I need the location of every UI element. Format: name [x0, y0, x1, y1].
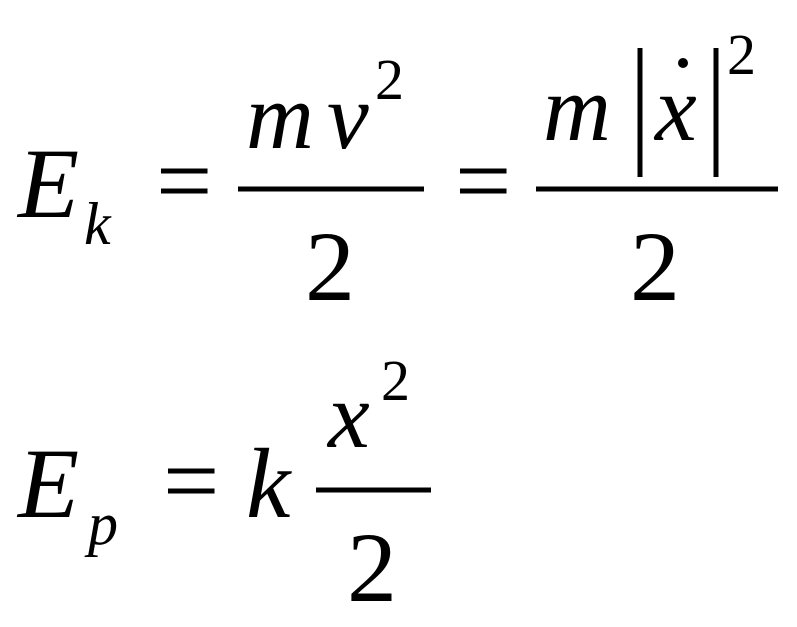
kinetic-term1-exponent: 2 — [375, 47, 404, 112]
potential-energy-symbol: E — [16, 428, 79, 539]
kinetic-term1-denominator: 2 — [305, 211, 355, 322]
kinetic-term2-exponent: 2 — [727, 22, 756, 87]
kinetic-term2-mass: m — [543, 57, 611, 161]
time-derivative-dot — [678, 58, 688, 68]
potential-denominator: 2 — [347, 512, 397, 623]
kinetic-energy-subscript: k — [84, 191, 112, 257]
potential-exponent: 2 — [381, 348, 410, 413]
kinetic-term2-variable: x — [653, 57, 697, 161]
kinetic-term2-denominator: 2 — [630, 211, 680, 322]
potential-variable: x — [326, 364, 370, 468]
spring-constant: k — [246, 428, 292, 539]
kinetic-term1-velocity: v — [327, 65, 369, 169]
potential-energy-subscript: p — [84, 491, 118, 557]
kinetic-energy-symbol: E — [16, 128, 79, 239]
potential-equals-sign: = — [163, 425, 219, 536]
potential-energy-equation: E p = k x 2 2 — [16, 348, 431, 623]
kinetic-energy-equation: E k = m v 2 2 = m x 2 2 — [16, 22, 778, 322]
kinetic-term1-mass: m — [246, 65, 314, 169]
kinetic-equals-sign-1: = — [156, 125, 212, 236]
kinetic-equals-sign-2: = — [455, 125, 511, 236]
